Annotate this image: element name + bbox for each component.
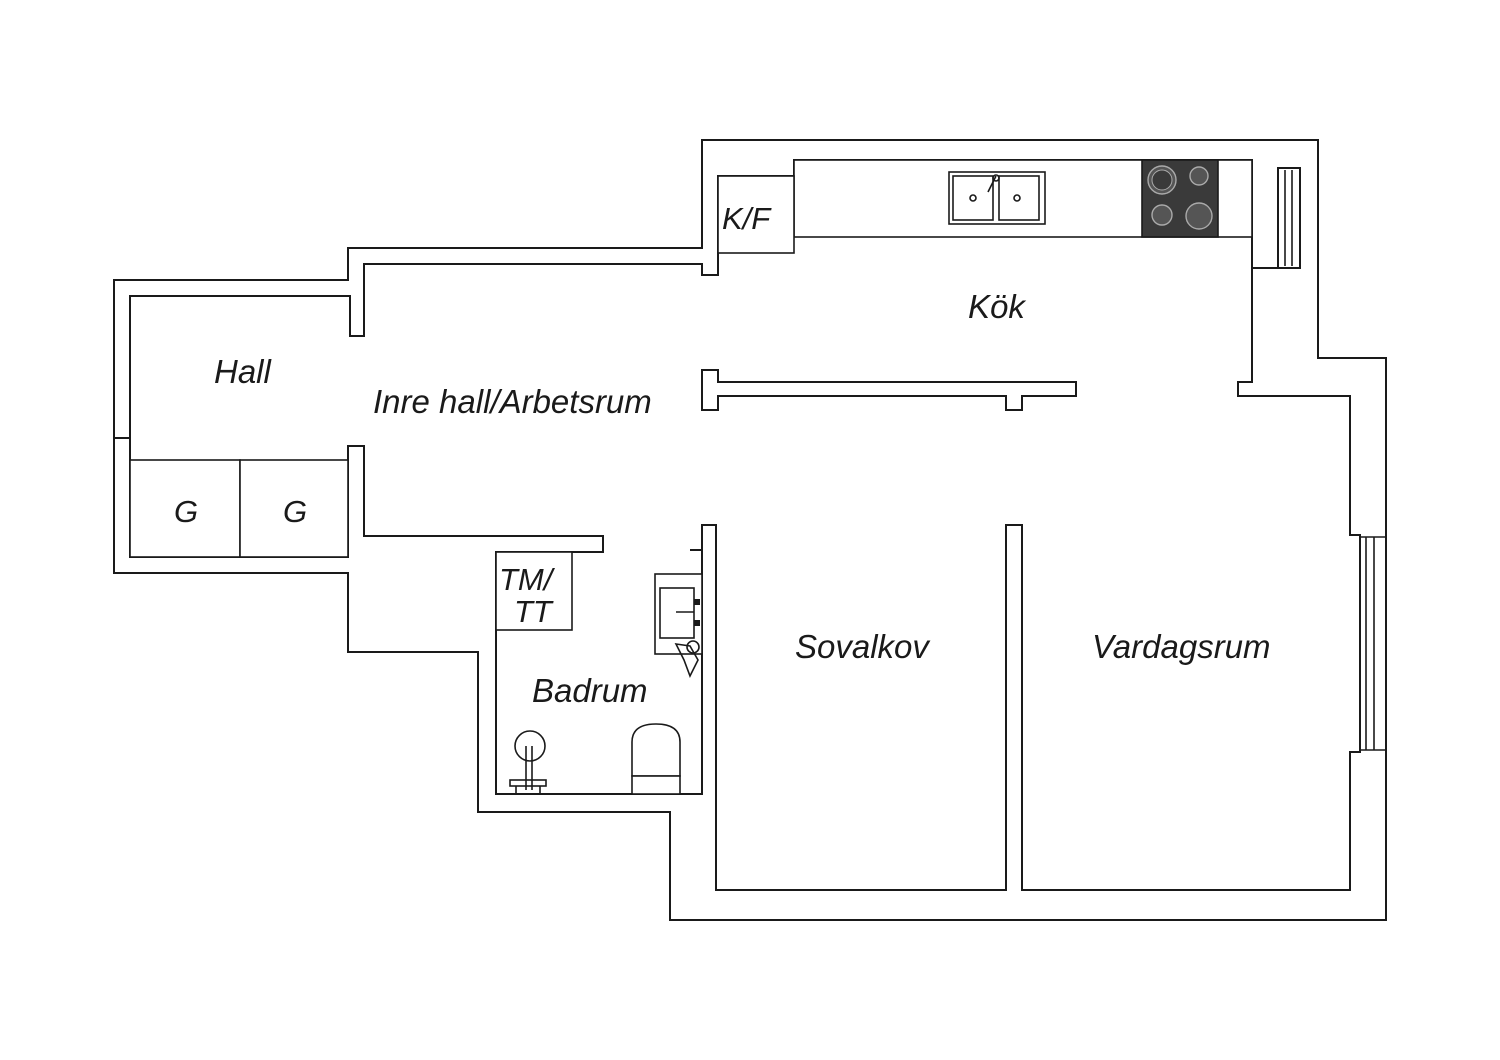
outer-wall — [113, 139, 1387, 921]
wardrobe-2 — [239, 459, 349, 558]
label-garderob-2: G — [283, 494, 307, 529]
inner-wall-top — [129, 159, 1361, 891]
fridge-freezer — [717, 175, 795, 254]
toilet-icon — [631, 723, 681, 795]
label-tt: TT — [514, 594, 554, 629]
washer-dryer — [495, 551, 573, 631]
label-garderob-1: G — [174, 494, 198, 529]
shower-icon — [509, 730, 547, 794]
room-label-inre-hall: Inre hall/Arbetsrum — [373, 383, 652, 420]
kitchen-window — [1284, 170, 1293, 266]
stove-icon — [1141, 159, 1219, 238]
kitchen-partition — [701, 369, 1077, 411]
label-tm: TM/ — [499, 562, 556, 597]
room-label-kok: Kök — [968, 288, 1026, 325]
room-label-sovalkov: Sovalkov — [795, 628, 931, 665]
label-kf: K/F — [722, 201, 772, 236]
room-label-vardagsrum: Vardagsrum — [1092, 628, 1271, 665]
double-sink-icon — [948, 171, 1046, 225]
wardrobe-1 — [129, 459, 241, 558]
living-room-window — [1360, 536, 1387, 751]
washbasin-icon — [654, 573, 703, 678]
room-label-badrum: Badrum — [532, 672, 648, 709]
room-label-hall: Hall — [214, 353, 273, 390]
